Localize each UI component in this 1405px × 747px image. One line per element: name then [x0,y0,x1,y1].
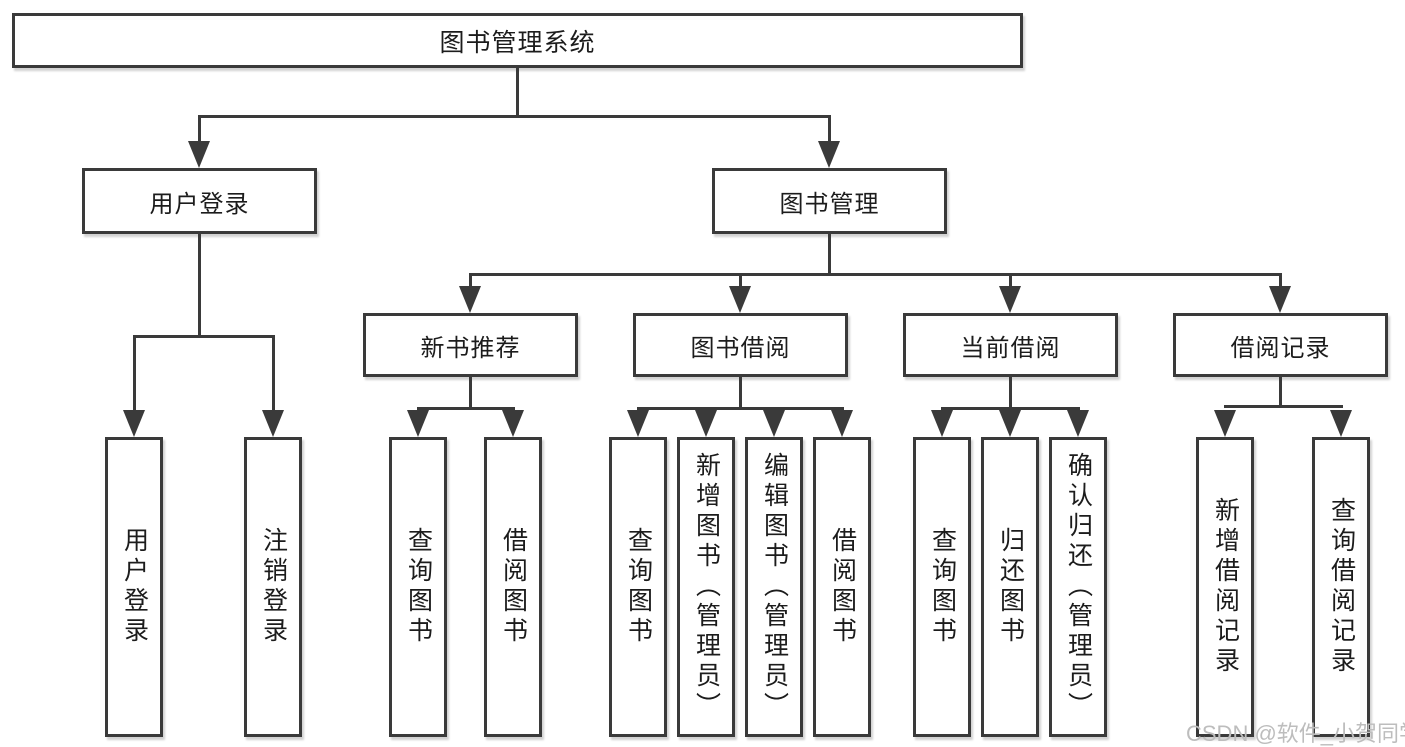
node-user-login: 用户登录 [82,168,317,234]
leaf-logout-label: 注销登录 [259,527,288,647]
node-borrow-records-label: 借阅记录 [1230,334,1331,362]
connector-new-books-drop [469,273,472,291]
leaf-return-books: 归还图书 [981,437,1039,737]
connector-book-mgmt-stem [828,232,831,276]
connector-book-borrowing-rail [637,407,844,410]
arrow-to-leaf-borrow-books-2 [831,410,853,437]
arrow-to-leaf-query-books-1 [407,410,429,437]
leaf-return-books-label: 归还图书 [996,527,1025,647]
connector-book-borrowing-drop [739,273,742,291]
connector-user-login-stem [198,231,201,337]
connector-current-borrowing-stem [1009,375,1012,410]
connector-root-stem [516,66,519,118]
arrow-to-leaf-user-login [123,410,145,437]
arrow-to-current-borrowing [999,286,1021,313]
node-book-mgmt-label: 图书管理 [779,190,880,218]
node-borrow-records: 借阅记录 [1173,313,1388,377]
arrow-to-leaf-add-borrow-record [1214,410,1236,437]
leaf-query-books-1-label: 查询图书 [404,527,433,647]
leaf-user-login: 用户登录 [105,437,163,737]
node-new-books: 新书推荐 [363,313,578,377]
leaf-add-borrow-record: 新增借阅记录 [1196,437,1254,737]
connector-level2-rail [198,115,831,118]
arrow-to-leaf-return-books [999,410,1021,437]
leaf-query-borrow-record: 查询借阅记录 [1312,437,1370,737]
leaf-query-books-3-label: 查询图书 [928,527,957,647]
leaf-query-books-3: 查询图书 [913,437,971,737]
arrow-to-leaf-confirm-return [1067,410,1089,437]
node-new-books-label: 新书推荐 [420,334,521,362]
csdn-watermark: CSDN @软件_小贺同学 [1186,721,1405,746]
leaf-add-borrow-record-label: 新增借阅记录 [1211,497,1240,677]
arrow-to-user-login [188,141,210,168]
leaf-logout: 注销登录 [244,437,302,737]
leaf-query-books-2: 查询图书 [609,437,667,737]
node-book-borrowing: 图书借阅 [633,313,848,377]
arrow-to-borrow-records [1269,286,1291,313]
node-book-mgmt: 图书管理 [712,168,947,234]
leaf-borrow-books-2: 借阅图书 [813,437,871,737]
arrow-to-leaf-add-book [695,410,717,437]
connector-level3-rail [469,273,1282,276]
leaf-edit-book-admin-label: 编辑图书（管理员） [760,452,789,722]
node-user-login-label: 用户登录 [149,190,250,218]
arrow-to-leaf-edit-book [763,410,785,437]
leaf-query-books-2-label: 查询图书 [624,527,653,647]
leaf-borrow-books-1: 借阅图书 [484,437,542,737]
connector-book-borrowing-stem [739,375,742,410]
node-current-borrowing-label: 当前借阅 [960,334,1061,362]
connector-user-login-rail [133,335,275,338]
leaf-query-borrow-record-label: 查询借阅记录 [1327,497,1356,677]
connector-borrow-records-drop [1279,273,1282,291]
arrow-to-book-borrowing [729,286,751,313]
connector-borrow-records-rail [1224,405,1343,408]
connector-user-login-drop [198,115,201,146]
leaf-confirm-return-admin: 确认归还（管理员） [1049,437,1107,737]
connector-leaf-drop [272,335,275,415]
leaf-borrow-books-2-label: 借阅图书 [828,527,857,647]
leaf-edit-book-admin: 编辑图书（管理员） [745,437,803,737]
arrow-to-leaf-query-books-3 [931,410,953,437]
arrow-to-book-mgmt [818,141,840,168]
arrow-to-leaf-query-borrow-record [1330,410,1352,437]
connector-book-mgmt-drop [828,115,831,146]
node-book-borrowing-label: 图书借阅 [690,334,791,362]
connector-current-borrowing-rail [941,407,1080,410]
connector-new-books-stem [469,375,472,410]
arrow-to-leaf-borrow-books-1 [502,410,524,437]
leaf-user-login-label: 用户登录 [120,527,149,647]
leaf-add-book-admin: 新增图书（管理员） [677,437,735,737]
root-node: 图书管理系统 [12,13,1023,68]
leaf-add-book-admin-label: 新增图书（管理员） [692,452,721,722]
arrow-to-leaf-logout [262,410,284,437]
leaf-confirm-return-admin-label: 确认归还（管理员） [1064,452,1093,722]
connector-current-borrowing-drop [1009,273,1012,291]
connector-borrow-records-stem [1279,375,1282,408]
connector-leaf-drop [133,335,136,415]
leaf-borrow-books-1-label: 借阅图书 [499,527,528,647]
arrow-to-leaf-query-books-2 [627,410,649,437]
root-node-label: 图书管理系统 [439,28,596,57]
leaf-query-books-1: 查询图书 [389,437,447,737]
arrow-to-new-books [459,286,481,313]
connector-new-books-rail [417,407,515,410]
node-current-borrowing: 当前借阅 [903,313,1118,377]
